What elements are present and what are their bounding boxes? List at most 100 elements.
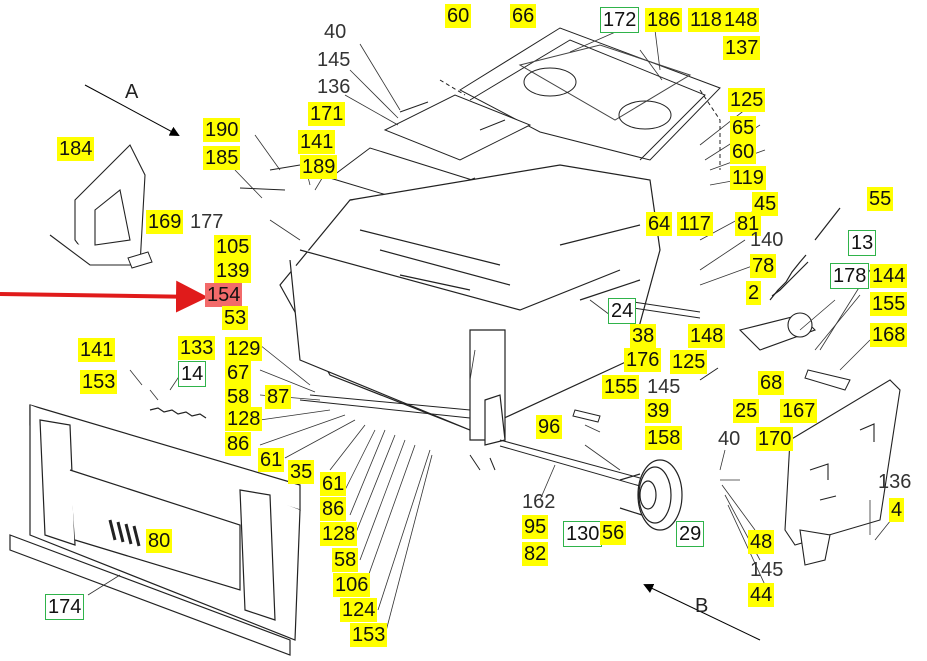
part-label-plain[interactable]: 145 xyxy=(647,376,681,398)
part-label[interactable]: 38 xyxy=(630,324,657,348)
part-label[interactable]: 155 xyxy=(870,292,908,316)
part-label-plain[interactable]: 136 xyxy=(878,471,912,493)
part-label[interactable]: 80 xyxy=(146,529,173,553)
part-label[interactable]: 158 xyxy=(645,426,683,450)
part-label-plain[interactable]: 140 xyxy=(750,229,784,251)
part-label[interactable]: 168 xyxy=(870,323,908,347)
part-label[interactable]: 61 xyxy=(320,472,347,496)
part-label[interactable]: 117 xyxy=(677,212,713,236)
part-label[interactable]: 58 xyxy=(225,385,252,409)
main-frame xyxy=(279,164,661,446)
part-label[interactable]: 190 xyxy=(203,118,241,142)
part-label-plain[interactable]: 145 xyxy=(750,559,784,581)
part-label[interactable]: 144 xyxy=(870,264,908,288)
part-label-plain[interactable]: 40 xyxy=(324,21,347,43)
part-label[interactable]: 45 xyxy=(752,192,779,216)
part-label[interactable]: 25 xyxy=(733,399,760,423)
part-label[interactable]: 81 xyxy=(735,212,762,236)
part-label-boxed[interactable]: 29 xyxy=(676,521,705,547)
part-label-boxed[interactable]: 172 xyxy=(600,7,640,33)
view-label-a: A xyxy=(125,81,139,103)
part-label[interactable]: 141 xyxy=(298,130,336,154)
red-callout-arrow xyxy=(0,280,208,313)
part-label[interactable]: 139 xyxy=(214,259,252,283)
view-arrow-b xyxy=(643,583,761,641)
pulley-29 xyxy=(619,459,683,531)
part-label[interactable]: 119 xyxy=(730,166,766,190)
part-label-boxed[interactable]: 178 xyxy=(830,263,870,289)
part-label[interactable]: 148 xyxy=(688,324,726,348)
part-label[interactable]: 153 xyxy=(350,623,388,647)
part-label[interactable]: 2 xyxy=(746,281,762,305)
part-label-boxed[interactable]: 24 xyxy=(608,298,637,324)
part-label[interactable]: 186 xyxy=(645,8,683,32)
part-label[interactable]: 128 xyxy=(225,407,263,431)
part-label-plain[interactable]: 145 xyxy=(317,49,351,71)
part-label-plain[interactable]: 136 xyxy=(317,76,351,98)
part-label-plain[interactable]: 177 xyxy=(190,211,224,233)
part-label[interactable]: 96 xyxy=(536,415,563,439)
part-label[interactable]: 137 xyxy=(723,36,761,60)
bracket-168 xyxy=(804,369,851,391)
part-label[interactable]: 44 xyxy=(748,583,775,607)
view-label-b: B xyxy=(695,595,708,617)
part-label[interactable]: 176 xyxy=(624,348,662,372)
part-label[interactable]: 129 xyxy=(225,337,263,361)
part-label[interactable]: 148 xyxy=(722,8,760,32)
part-label[interactable]: 60 xyxy=(445,4,472,28)
part-label-boxed[interactable]: 13 xyxy=(848,230,877,256)
part-label[interactable]: 125 xyxy=(728,88,766,112)
part-label[interactable]: 53 xyxy=(222,306,249,330)
part-label[interactable]: 189 xyxy=(300,155,338,179)
part-label-focused[interactable]: 154 xyxy=(205,283,243,307)
part-label[interactable]: 169 xyxy=(146,210,184,234)
part-label[interactable]: 155 xyxy=(602,375,640,399)
part-label[interactable]: 64 xyxy=(646,212,673,236)
bracket-169 xyxy=(127,251,153,269)
part-label[interactable]: 106 xyxy=(333,573,371,597)
part-label[interactable]: 184 xyxy=(57,137,95,161)
part-label[interactable]: 95 xyxy=(522,515,549,539)
part-label[interactable]: 133 xyxy=(178,336,216,360)
part-label[interactable]: 105 xyxy=(214,235,252,259)
part-label[interactable]: 118 xyxy=(688,8,724,32)
part-label[interactable]: 78 xyxy=(750,254,777,278)
part-label[interactable]: 167 xyxy=(780,399,818,423)
part-label-plain[interactable]: 40 xyxy=(718,428,741,450)
part-label[interactable]: 86 xyxy=(225,432,252,456)
view-arrow-a xyxy=(84,84,180,136)
part-label[interactable]: 125 xyxy=(670,350,708,374)
part-label[interactable]: 60 xyxy=(730,140,757,164)
part-label[interactable]: 141 xyxy=(78,338,116,362)
part-label[interactable]: 153 xyxy=(80,370,118,394)
part-label[interactable]: 65 xyxy=(730,116,757,140)
part-label[interactable]: 128 xyxy=(320,522,358,546)
part-label[interactable]: 48 xyxy=(748,530,775,554)
tensioner-arm xyxy=(738,312,816,351)
part-label[interactable]: 124 xyxy=(340,598,378,622)
part-label[interactable]: 61 xyxy=(258,448,285,472)
part-label[interactable]: 170 xyxy=(756,427,794,451)
part-label-plain[interactable]: 162 xyxy=(522,491,556,513)
shafts-and-small-parts xyxy=(239,164,719,487)
part-label[interactable]: 86 xyxy=(320,497,347,521)
part-label-boxed[interactable]: 14 xyxy=(178,361,207,387)
part-label[interactable]: 66 xyxy=(510,4,537,28)
part-label-boxed[interactable]: 130 xyxy=(563,521,603,547)
part-label-boxed[interactable]: 174 xyxy=(45,594,85,620)
part-label[interactable]: 82 xyxy=(522,542,549,566)
part-label[interactable]: 58 xyxy=(332,548,359,572)
part-label[interactable]: 55 xyxy=(867,187,894,211)
part-label[interactable]: 56 xyxy=(600,521,627,545)
springs xyxy=(149,207,841,419)
part-label[interactable]: 171 xyxy=(308,102,346,126)
shield-184 xyxy=(49,144,146,266)
part-label[interactable]: 4 xyxy=(889,498,905,522)
part-label[interactable]: 185 xyxy=(203,146,241,170)
part-label[interactable]: 87 xyxy=(265,385,292,409)
part-label[interactable]: 68 xyxy=(758,371,785,395)
part-label[interactable]: 39 xyxy=(645,399,672,423)
part-label[interactable]: 35 xyxy=(288,460,315,484)
part-label[interactable]: 67 xyxy=(225,361,252,385)
